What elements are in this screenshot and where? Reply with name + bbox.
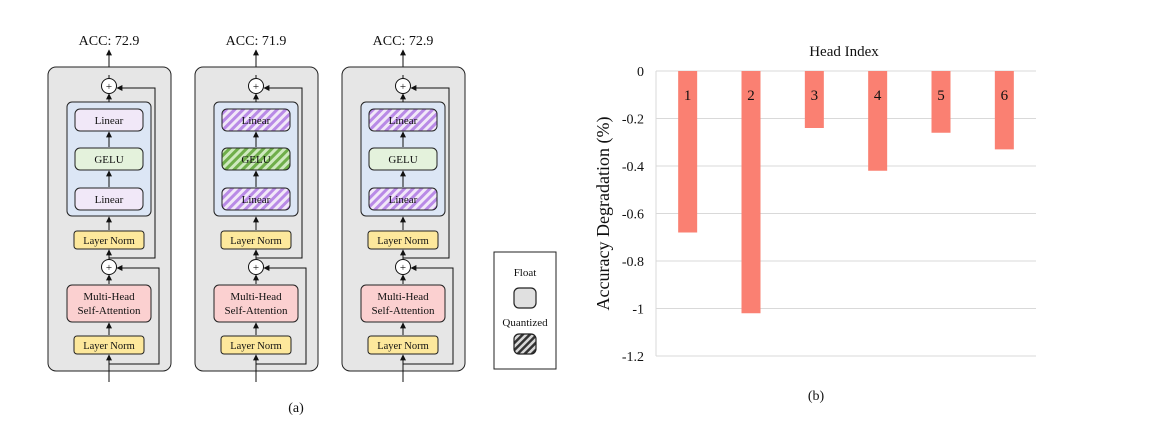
accuracy-label: ACC: 72.9 [373,34,434,49]
gelu-label: GELU [241,154,270,166]
y-tick-label: -1.2 [622,350,644,365]
layer-norm-bottom-box [367,335,439,355]
panel-b-caption: (b) [808,389,825,404]
gelu-label: GELU [388,154,417,166]
layer-norm-bottom-box [220,335,292,355]
chart-title: Head Index [809,44,879,60]
accuracy-label: ACC: 72.9 [79,34,140,49]
plus-symbol: + [253,81,259,93]
residual-path-attention [403,265,454,365]
y-tick-label: 0 [637,65,644,80]
layer-norm-bottom-label: Layer Norm [377,341,429,352]
linear-bottom-label: Linear [95,194,124,206]
linear-top-label: Linear [242,115,271,127]
head-index-label: 1 [684,88,692,104]
layer-norm-top-box [220,230,292,250]
layer-norm-top-label: Layer Norm [377,236,429,247]
layer-norm-top-label: Layer Norm [230,236,282,247]
head-index-label: 5 [937,88,945,104]
gelu-label: GELU [94,154,123,166]
legend-quantized-label: Quantized [502,317,548,329]
bar-head-3 [804,71,824,128]
attention-label-line1: Multi-Head [377,291,429,303]
linear-top-box [221,108,291,132]
bar-head-5 [931,71,951,133]
head-index-label: 4 [874,88,882,104]
gelu-box [221,147,291,171]
bar-head-1 [678,71,698,233]
linear-bottom-label: Linear [242,194,271,206]
y-axis-label: Accuracy Degradation (%) [593,117,614,311]
attention-label-line1: Multi-Head [83,291,135,303]
linear-top-box [368,108,438,132]
layer-norm-bottom-label: Layer Norm [230,341,282,352]
linear-bottom-box [74,187,144,211]
layer-norm-bottom-box [73,335,145,355]
gelu-box [74,147,144,171]
attention-box [360,284,446,323]
layer-norm-top-box [367,230,439,250]
residual-path-ffn [256,85,303,259]
residual-path-ffn [403,85,450,259]
bar-head-4 [868,71,888,171]
linear-bottom-box [221,187,291,211]
attention-box [66,284,152,323]
bar-head-6 [994,71,1014,150]
plus-symbol: + [253,262,259,274]
residual-path-attention [109,265,160,365]
attention-label-line2: Self-Attention [225,305,288,317]
plus-symbol: + [400,81,406,93]
y-tick-label: -0.4 [622,160,644,175]
attention-label-line2: Self-Attention [78,305,141,317]
linear-top-label: Linear [95,115,124,127]
accuracy-label: ACC: 71.9 [226,34,287,49]
layer-norm-top-label: Layer Norm [83,236,135,247]
attention-label-line1: Multi-Head [230,291,282,303]
layer-norm-bottom-label: Layer Norm [83,341,135,352]
linear-bottom-label: Linear [389,194,418,206]
y-tick-label: -0.8 [622,255,644,270]
legend-float-swatch [513,287,537,309]
linear-top-box [74,108,144,132]
plus-symbol: + [106,262,112,274]
linear-bottom-box [368,187,438,211]
head-index-label: 2 [747,88,755,104]
panel-a-caption: (a) [288,401,304,416]
accuracy-degradation-chart: 0 -0.2 -0.4 -0.6 -0.8 -1 -1.2 1 2 3 4 5 6 Head IndexA… [593,44,1036,365]
gelu-box [368,147,438,171]
residual-path-ffn [109,85,156,259]
layer-norm-top-box [73,230,145,250]
head-index-label: 6 [1001,88,1009,104]
head-index-label: 3 [811,88,819,104]
plus-symbol: + [400,262,406,274]
y-tick-label: -0.6 [622,208,644,223]
y-tick-label: -1 [632,303,644,318]
attention-box [213,284,299,323]
legend: Float Quantized [493,251,557,370]
legend-float-label: Float [514,267,537,279]
attention-label-line2: Self-Attention [372,305,435,317]
legend-quantized-swatch [513,333,537,355]
linear-top-label: Linear [389,115,418,127]
plus-symbol: + [106,81,112,93]
y-tick-label: -0.2 [622,113,644,128]
bar-head-2 [741,71,761,314]
residual-path-attention [256,265,307,365]
